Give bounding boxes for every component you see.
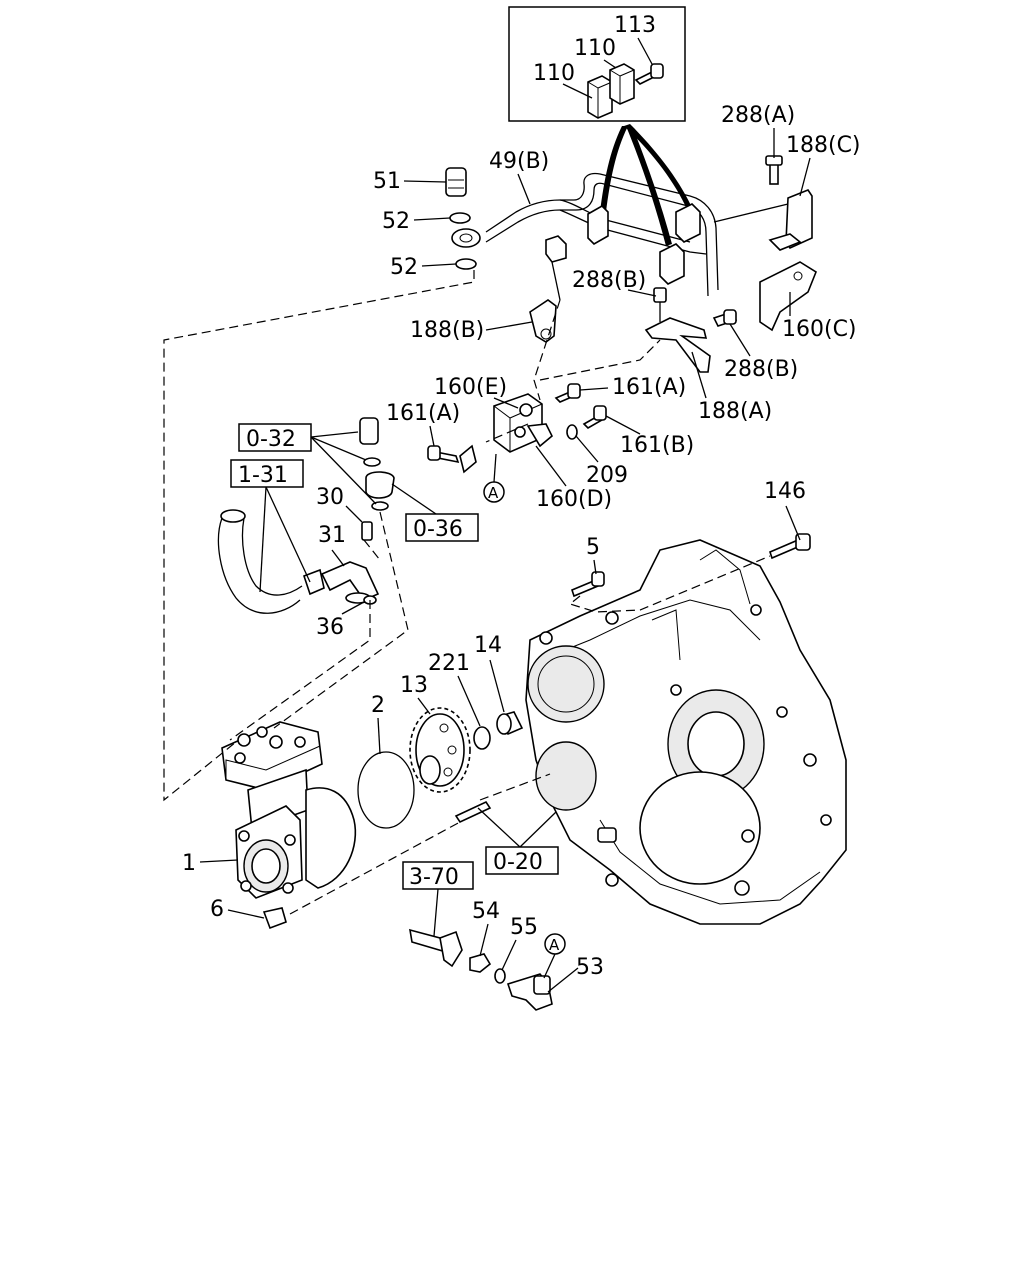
label-13: 13 bbox=[400, 673, 428, 698]
label-288b-upper: 288(B) bbox=[572, 268, 646, 293]
o-ring-2 bbox=[357, 751, 415, 829]
label-188b: 188(B) bbox=[410, 318, 484, 343]
label-1: 1 bbox=[182, 851, 196, 876]
bottom-fittings bbox=[409, 928, 553, 1011]
label-36: 36 bbox=[316, 615, 344, 640]
ref-box-1-31: 1-31 bbox=[230, 459, 311, 593]
label-160e: 160(E) bbox=[434, 375, 507, 400]
ref-box-0-20: 0-20 bbox=[477, 807, 559, 875]
label-110-upper: 110 bbox=[574, 36, 616, 61]
gear-13 bbox=[409, 707, 471, 793]
banjo-bolt-51 bbox=[445, 167, 467, 197]
label-14: 14 bbox=[474, 633, 502, 658]
label-209: 209 bbox=[586, 463, 628, 488]
label-5: 5 bbox=[586, 535, 600, 560]
label-53: 53 bbox=[576, 955, 604, 980]
label-188a: 188(A) bbox=[698, 399, 772, 424]
label-161a-right: 161(A) bbox=[612, 375, 686, 400]
label-31: 31 bbox=[318, 523, 346, 548]
label-52-upper: 52 bbox=[382, 209, 410, 234]
bracket-188b bbox=[529, 299, 557, 343]
label-161a-left: 161(A) bbox=[386, 401, 460, 426]
bracket-160c bbox=[713, 203, 817, 332]
label-160c: 160(C) bbox=[782, 317, 857, 342]
svg-text:A: A bbox=[488, 484, 499, 502]
ref-0-36-text: 0-36 bbox=[413, 517, 463, 542]
label-2: 2 bbox=[371, 693, 385, 718]
washer-52-lower bbox=[455, 258, 477, 270]
marker-a-1: A bbox=[483, 453, 505, 503]
ref-box-0-32: 0-32 bbox=[238, 423, 377, 505]
label-55: 55 bbox=[510, 915, 538, 940]
bolt-5 bbox=[571, 571, 605, 598]
part-labels: 288(A) 188(C) 51 49(B) 52 52 288(B) 188(… bbox=[182, 103, 861, 993]
svg-text:A: A bbox=[549, 936, 560, 954]
clip-detail-inset: 113 110 110 bbox=[508, 6, 686, 122]
air-compressor bbox=[221, 721, 357, 930]
washer-221 bbox=[473, 726, 491, 750]
air-pipe-49b bbox=[451, 172, 719, 301]
label-146: 146 bbox=[764, 479, 806, 504]
ref-0-20-text: 0-20 bbox=[493, 850, 543, 875]
ref-box-0-36: 0-36 bbox=[391, 483, 479, 542]
bolt-146 bbox=[769, 533, 811, 560]
label-110-lower: 110 bbox=[533, 61, 575, 86]
ref-1-31-text: 1-31 bbox=[238, 463, 288, 488]
label-161b: 161(B) bbox=[620, 433, 694, 458]
ref-box-3-70: 3-70 bbox=[402, 861, 474, 937]
hose-1-31 bbox=[217, 509, 303, 614]
pipe-block bbox=[493, 393, 553, 453]
label-288b-lower: 288(B) bbox=[724, 357, 798, 382]
label-221: 221 bbox=[428, 651, 470, 676]
assembly-lines bbox=[163, 270, 771, 915]
dowel-pin bbox=[454, 800, 492, 824]
marker-a-2: A bbox=[543, 933, 566, 979]
label-54: 54 bbox=[472, 899, 500, 924]
bolts-161 bbox=[427, 383, 607, 474]
bearing-14 bbox=[496, 711, 524, 736]
ref-0-32-text: 0-32 bbox=[246, 427, 296, 452]
label-288a-top: 288(A) bbox=[721, 103, 795, 128]
label-52-lower: 52 bbox=[390, 255, 418, 280]
label-49b: 49(B) bbox=[489, 149, 549, 174]
washer-52-upper bbox=[449, 212, 471, 224]
bracket-188a bbox=[644, 287, 738, 373]
banjo-0-32-parts bbox=[359, 417, 395, 511]
label-188c: 188(C) bbox=[786, 133, 861, 158]
bracket-188c bbox=[765, 155, 813, 251]
label-30: 30 bbox=[316, 485, 344, 510]
label-160d: 160(D) bbox=[536, 487, 612, 512]
ref-3-70-text: 3-70 bbox=[409, 865, 459, 890]
label-113: 113 bbox=[614, 13, 656, 38]
gear-housing bbox=[525, 539, 847, 925]
label-51: 51 bbox=[373, 169, 401, 194]
label-6: 6 bbox=[210, 897, 224, 922]
elbow-31 bbox=[302, 521, 380, 605]
